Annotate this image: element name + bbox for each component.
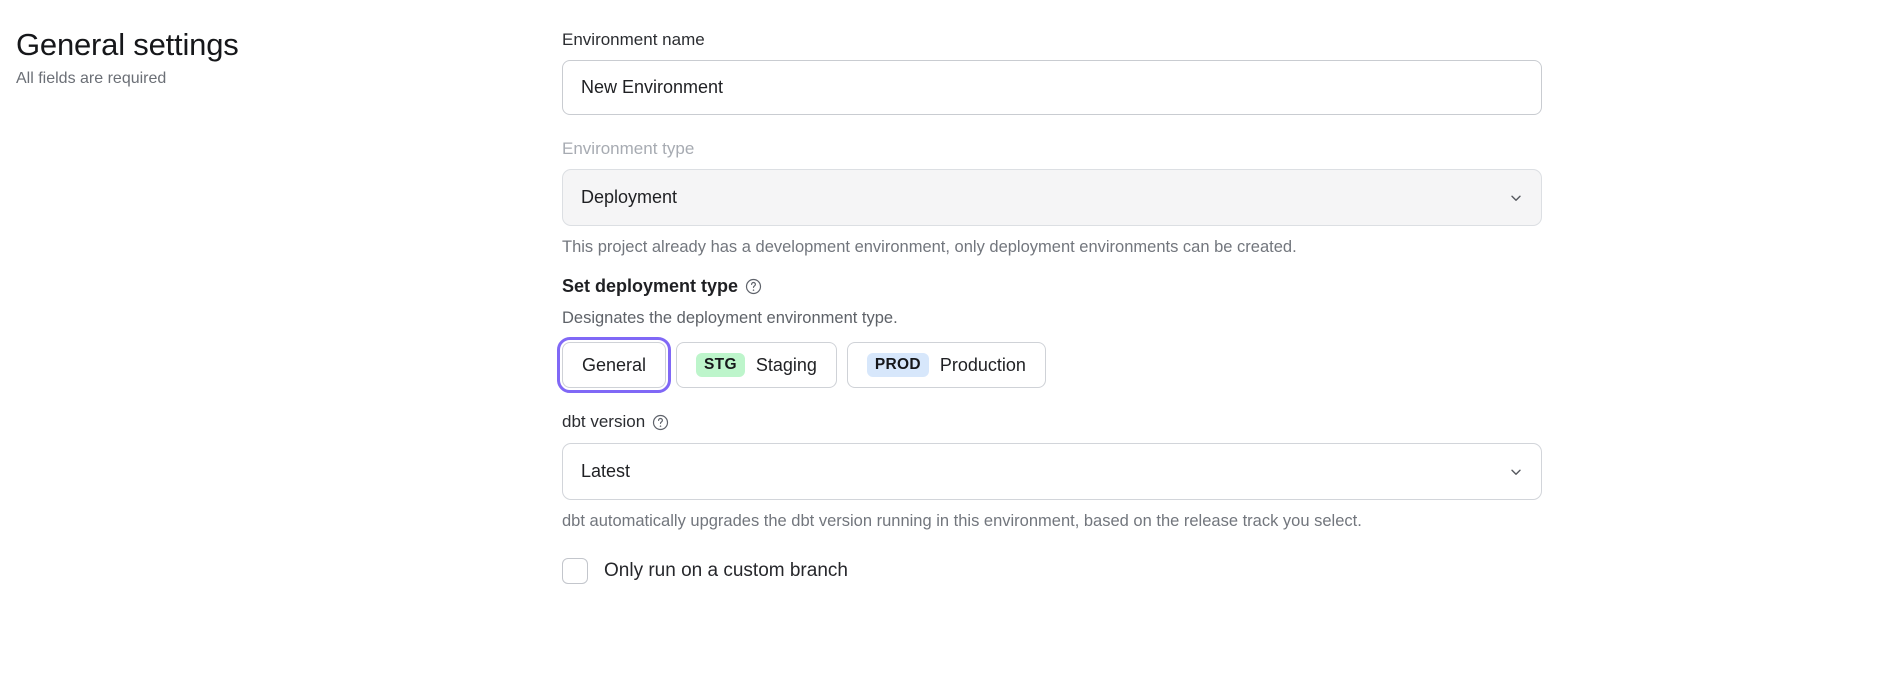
dbt-version-helper: dbt automatically upgrades the dbt versi…	[562, 512, 1362, 530]
deployment-type-option-general[interactable]: General	[556, 337, 672, 393]
deployment-type-option-staging-label: Staging	[755, 354, 817, 375]
custom-branch-checkbox[interactable]	[562, 558, 588, 584]
deployment-type-description: Designates the deployment environment ty…	[562, 309, 898, 327]
deployment-type-option-general-label: General	[582, 354, 647, 375]
help-circle-icon[interactable]	[745, 278, 762, 295]
environment-type-field: Environment type Deployment This project…	[562, 137, 1562, 258]
environment-type-helper: This project already has a development e…	[562, 238, 1297, 256]
page-subtitle: All fields are required	[16, 70, 167, 87]
deployment-type-option-staging[interactable]: STG Staging	[676, 342, 837, 388]
deployment-type-heading-row: Set deployment type	[562, 274, 1562, 298]
environment-name-label: Environment name	[562, 30, 705, 49]
environment-type-select[interactable]: Deployment	[562, 169, 1542, 226]
dbt-version-value: Latest	[581, 461, 631, 481]
page-title: General settings	[16, 27, 239, 62]
deployment-type-option-production-label: Production	[939, 354, 1026, 375]
help-circle-icon[interactable]	[652, 414, 669, 431]
environment-type-value: Deployment	[581, 187, 678, 207]
environment-name-field: Environment name	[562, 28, 1562, 115]
settings-intro-column: General settings All fields are required	[0, 22, 562, 678]
dbt-version-select[interactable]: Latest	[562, 443, 1542, 500]
production-badge: PROD	[866, 353, 929, 377]
custom-branch-label: Only run on a custom branch	[604, 560, 848, 581]
custom-branch-row: Only run on a custom branch	[562, 558, 1562, 584]
deployment-type-options: General STG Staging PROD Production	[556, 337, 1562, 393]
environment-type-label: Environment type	[562, 139, 695, 158]
chevron-down-icon	[1509, 191, 1523, 205]
chevron-down-icon	[1509, 465, 1523, 479]
dbt-version-field: dbt version Latest dbt automatically upg…	[562, 410, 1562, 532]
environment-name-input[interactable]	[562, 60, 1542, 115]
deployment-type-option-production[interactable]: PROD Production	[846, 342, 1046, 388]
dbt-version-label: dbt version	[562, 412, 646, 431]
staging-badge: STG	[696, 353, 745, 377]
deployment-type-heading: Set deployment type	[562, 276, 739, 296]
deployment-type-field: Set deployment type Designates the deplo…	[556, 274, 1562, 393]
dbt-version-label-row: dbt version	[562, 410, 1562, 434]
settings-form-column: Environment name Environment type Deploy…	[556, 22, 1562, 678]
